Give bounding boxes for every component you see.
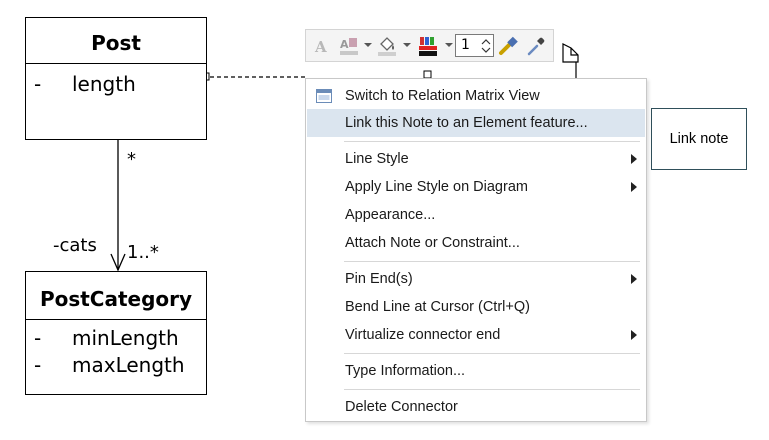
- stepper-arrows-icon[interactable]: [481, 38, 491, 54]
- format-toolbar: A A: [305, 29, 554, 62]
- matrix-view-icon: [316, 89, 332, 103]
- menu-item-label: Line Style: [345, 151, 409, 167]
- class-post[interactable]: Post - length: [25, 17, 207, 140]
- note-corner-icon: [562, 43, 579, 63]
- menu-item-label: Virtualize connector end: [345, 327, 501, 343]
- menu-item-delete-connector[interactable]: Delete Connector: [307, 393, 645, 421]
- svg-text:A: A: [340, 38, 349, 51]
- menu-item-label: Type Information...: [345, 363, 466, 379]
- class-post-name: Post: [91, 31, 141, 55]
- fill-color-dropdown-icon[interactable]: [403, 43, 411, 47]
- class-post-category-divider: [26, 319, 206, 320]
- attribute-visibility: -: [34, 72, 42, 96]
- class-post-divider: [26, 63, 206, 64]
- menu-separator: [344, 389, 640, 390]
- association-arrowhead: [110, 253, 126, 272]
- attribute-visibility: -: [34, 353, 42, 377]
- menu-item-link-note-feature[interactable]: Link this Note to an Element feature...: [307, 109, 645, 137]
- menu-item-label: Link this Note to an Element feature...: [345, 115, 588, 131]
- line-color-dropdown-icon[interactable]: [445, 43, 453, 47]
- attribute-visibility: -: [34, 326, 42, 350]
- source-multiplicity-label: *: [127, 149, 136, 170]
- submenu-arrow-icon: [631, 182, 637, 192]
- line-width-stepper[interactable]: 1: [455, 34, 494, 57]
- menu-separator: [344, 141, 640, 142]
- menu-item-label: Attach Note or Constraint...: [345, 235, 520, 251]
- font-color-dropdown-icon[interactable]: [364, 43, 372, 47]
- menu-item-label: Apply Line Style on Diagram: [345, 179, 528, 195]
- attribute-name: maxLength: [72, 353, 185, 377]
- target-multiplicity-label: 1..*: [127, 242, 159, 263]
- menu-item-line-style[interactable]: Line Style: [307, 145, 645, 173]
- menu-item-bend-line[interactable]: Bend Line at Cursor (Ctrl+Q): [307, 293, 645, 321]
- submenu-arrow-icon: [631, 330, 637, 340]
- eyedropper-icon[interactable]: [524, 30, 548, 61]
- menu-item-attach-note[interactable]: Attach Note or Constraint...: [307, 229, 645, 257]
- submenu-arrow-icon: [631, 274, 637, 284]
- menu-item-switch-matrix-view[interactable]: Switch to Relation Matrix View: [307, 82, 645, 110]
- font-icon[interactable]: A: [310, 30, 332, 61]
- menu-item-label: Appearance...: [345, 207, 436, 223]
- format-painter-icon[interactable]: [496, 30, 520, 61]
- connector-context-menu: Switch to Relation Matrix View Link this…: [305, 78, 647, 422]
- attribute-name: length: [72, 72, 136, 96]
- menu-item-type-information[interactable]: Type Information...: [307, 357, 645, 385]
- submenu-arrow-icon: [631, 154, 637, 164]
- menu-item-label: Pin End(s): [345, 271, 413, 287]
- menu-separator: [344, 261, 640, 262]
- note-text: Link note: [669, 131, 729, 147]
- svg-text:A: A: [314, 38, 327, 54]
- connector-handle-mid[interactable]: [423, 70, 432, 79]
- target-role-label: -cats: [53, 235, 97, 256]
- attribute-name: minLength: [72, 326, 179, 350]
- line-width-value: 1: [461, 37, 470, 53]
- menu-item-label: Bend Line at Cursor (Ctrl+Q): [345, 299, 530, 315]
- fill-color-icon[interactable]: [374, 30, 400, 61]
- menu-item-appearance[interactable]: Appearance...: [307, 201, 645, 229]
- menu-separator: [344, 353, 640, 354]
- menu-item-apply-line-style[interactable]: Apply Line Style on Diagram: [307, 173, 645, 201]
- menu-item-virtualize-end[interactable]: Virtualize connector end: [307, 321, 645, 349]
- menu-item-label: Switch to Relation Matrix View: [345, 88, 540, 104]
- note-element[interactable]: Link note: [651, 108, 747, 170]
- class-post-category-name: PostCategory: [39, 287, 193, 311]
- line-color-icon[interactable]: [414, 30, 442, 61]
- font-color-icon[interactable]: A: [336, 30, 362, 61]
- menu-item-label: Delete Connector: [345, 399, 458, 415]
- menu-item-pin-ends[interactable]: Pin End(s): [307, 265, 645, 293]
- class-post-category[interactable]: PostCategory - minLength - maxLength: [25, 271, 207, 395]
